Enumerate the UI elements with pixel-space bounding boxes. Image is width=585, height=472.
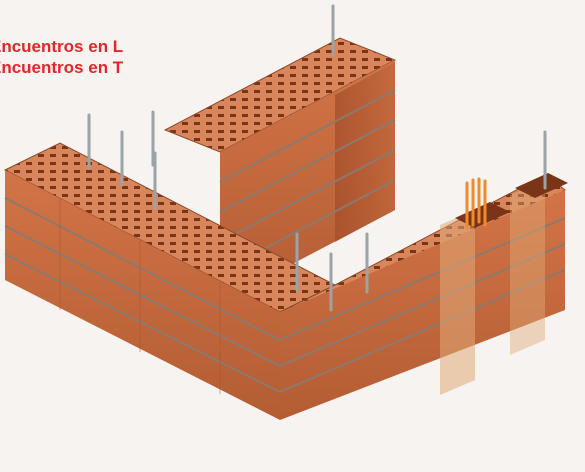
legend: Encuentros en L Encuentros en T [0, 36, 123, 78]
t-joint-cell [455, 173, 568, 230]
rebars [87, 4, 547, 312]
label-l-joint: Encuentros en L [0, 37, 124, 56]
label-t-joint: Encuentros en T [0, 58, 124, 77]
left-wall [3, 142, 337, 420]
back-wall [163, 37, 397, 302]
